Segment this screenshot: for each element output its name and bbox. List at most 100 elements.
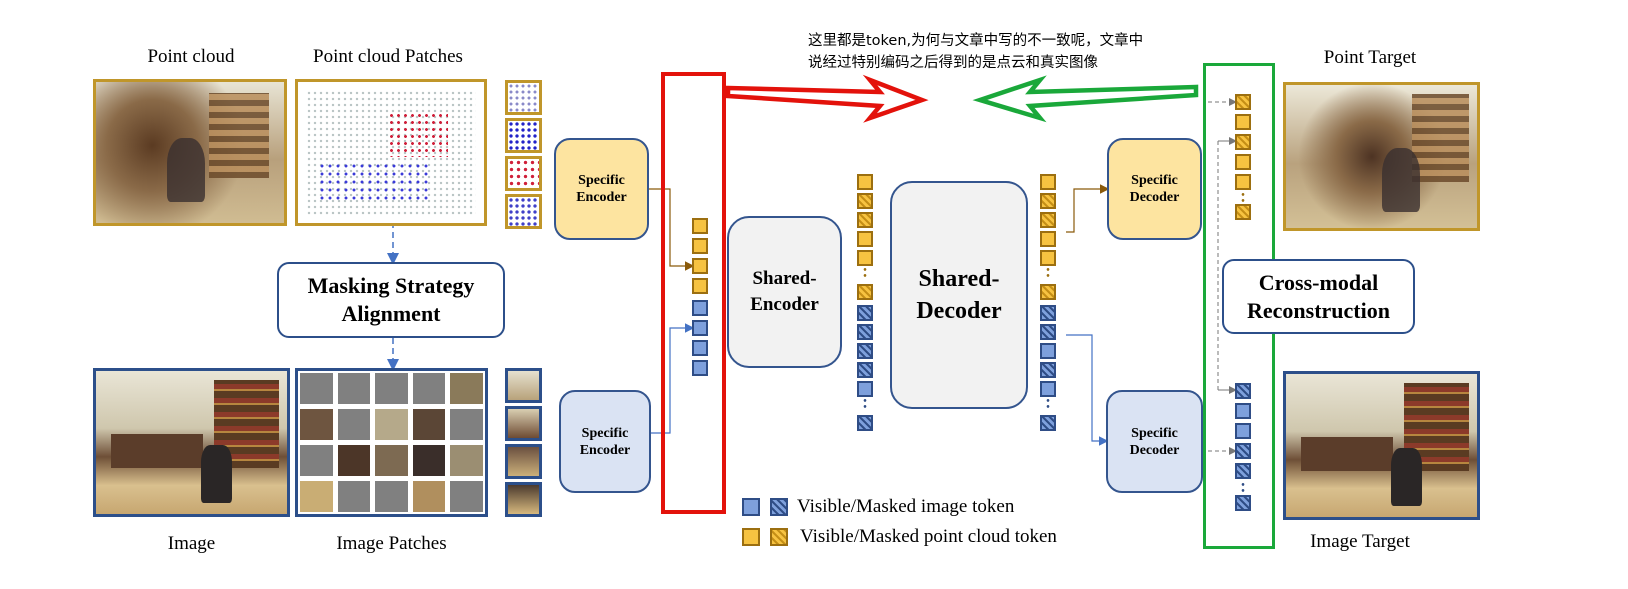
point-token <box>1040 174 1056 190</box>
specific-encoder-image-label: Specific Encoder <box>579 425 631 458</box>
token-ellipsis: •• <box>1046 265 1050 282</box>
point-token <box>692 258 708 274</box>
masking-strategy-label: Masking Strategy Alignment <box>307 273 475 326</box>
masked-image-token <box>1040 415 1056 431</box>
legend-masked-point-swatch <box>770 528 788 546</box>
token-ellipsis: •• <box>1241 480 1245 497</box>
token-ellipsis: •• <box>863 265 867 282</box>
specific-encoder-point: Specific Encoder <box>554 138 649 240</box>
masked-image-token <box>857 305 873 321</box>
image-token <box>692 300 708 316</box>
masking-strategy-box: Masking Strategy Alignment <box>277 262 505 338</box>
point-cloud-patches-image <box>295 79 487 226</box>
masked-image-token <box>857 324 873 340</box>
masked-point-token <box>1040 193 1056 209</box>
masked-image-token <box>857 362 873 378</box>
point-token <box>692 238 708 254</box>
point-token <box>692 278 708 294</box>
arrow-encoder-to-image-tokens <box>649 323 695 434</box>
label-point-cloud: Point cloud <box>147 46 235 67</box>
point-token <box>857 174 873 190</box>
shared-decoder-label: Shared-Decoder <box>916 266 1002 324</box>
green-annotation-arrow <box>972 75 1199 123</box>
point-patch-4 <box>505 194 542 229</box>
specific-decoder-image: Specific Decoder <box>1106 390 1203 493</box>
masked-image-token <box>1040 305 1056 321</box>
image-patches-grid <box>295 368 488 517</box>
legend-masked-image-swatch <box>770 498 788 516</box>
token-ellipsis: •• <box>1241 190 1245 207</box>
arrow-to-image-decoder <box>1066 334 1109 446</box>
point-token <box>1235 154 1251 170</box>
image-photo <box>93 368 290 517</box>
masked-image-token <box>1040 324 1056 340</box>
image-token <box>1040 381 1056 397</box>
arrow-to-point-decoder <box>1066 184 1110 233</box>
masked-point-token <box>1040 212 1056 228</box>
red-highlight-box <box>661 72 726 514</box>
annotation-line-1: 这里都是token,为何与文章中写的不一致呢，文章中 <box>808 33 1144 49</box>
red-annotation-arrow <box>725 74 929 123</box>
image-token <box>692 340 708 356</box>
masked-image-token <box>857 415 873 431</box>
point-patch-1 <box>505 80 542 115</box>
label-point-target: Point Target <box>1323 47 1417 68</box>
specific-decoder-point: Specific Decoder <box>1107 138 1202 240</box>
masked-point-token <box>1040 284 1056 300</box>
legend-image-token-label: Visible/Masked image token <box>797 496 1015 517</box>
point-token <box>857 231 873 247</box>
cross-modal-label: Cross-modal Reconstruction <box>1247 269 1390 323</box>
label-image: Image <box>167 533 216 554</box>
point-cloud-image <box>93 79 287 226</box>
image-token <box>692 360 708 376</box>
masked-image-token <box>1235 443 1251 459</box>
image-token <box>857 381 873 397</box>
shared-decoder-box: Shared-Decoder <box>890 181 1028 409</box>
masked-image-token <box>857 343 873 359</box>
image-patch-3 <box>505 444 542 479</box>
image-token <box>692 320 708 336</box>
point-token <box>1040 250 1056 266</box>
point-patch-3 <box>505 156 542 191</box>
specific-decoder-image-label: Specific Decoder <box>1129 425 1180 458</box>
annotation-line-2: 说经过特别编码之后得到的是点云和真实图像 <box>808 55 1098 71</box>
point-token <box>1235 174 1251 190</box>
specific-encoder-image: Specific Encoder <box>559 390 651 493</box>
masked-image-token <box>1235 495 1251 511</box>
specific-encoder-point-label: Specific Encoder <box>576 173 627 205</box>
shared-encoder-box: Shared-Encoder <box>727 216 842 368</box>
shared-encoder-label: Shared-Encoder <box>750 268 819 315</box>
point-patch-2 <box>505 118 542 153</box>
legend-point-token-label: Visible/Masked point cloud token <box>800 526 1057 547</box>
masked-point-token <box>857 193 873 209</box>
masked-point-token <box>857 284 873 300</box>
arrow-encoder-to-point-tokens <box>649 188 695 271</box>
masked-image-token <box>1040 362 1056 378</box>
label-point-cloud-patches: Point cloud Patches <box>313 46 463 67</box>
point-token <box>1235 114 1251 130</box>
masked-point-token <box>1235 204 1251 220</box>
masked-point-token <box>1235 94 1251 110</box>
masked-image-token <box>1235 383 1251 399</box>
image-target-photo <box>1283 371 1480 520</box>
point-token <box>857 250 873 266</box>
image-token <box>1235 403 1251 419</box>
point-target-image <box>1283 82 1480 231</box>
image-patch-2 <box>505 406 542 441</box>
cross-modal-reconstruction-box: Cross-modal Reconstruction <box>1222 259 1415 334</box>
masked-image-token <box>1235 463 1251 479</box>
label-image-target: Image Target <box>1310 531 1410 552</box>
image-token <box>1040 343 1056 359</box>
specific-decoder-point-label: Specific Decoder <box>1129 173 1180 205</box>
legend-visible-image-swatch <box>742 498 760 516</box>
image-patch-4 <box>505 482 542 517</box>
token-ellipsis: •• <box>863 396 867 413</box>
point-token <box>692 218 708 234</box>
image-patch-1 <box>505 368 542 403</box>
masked-point-token <box>857 212 873 228</box>
legend-visible-point-swatch <box>742 528 760 546</box>
image-token <box>1235 423 1251 439</box>
masked-point-token <box>1235 134 1251 150</box>
